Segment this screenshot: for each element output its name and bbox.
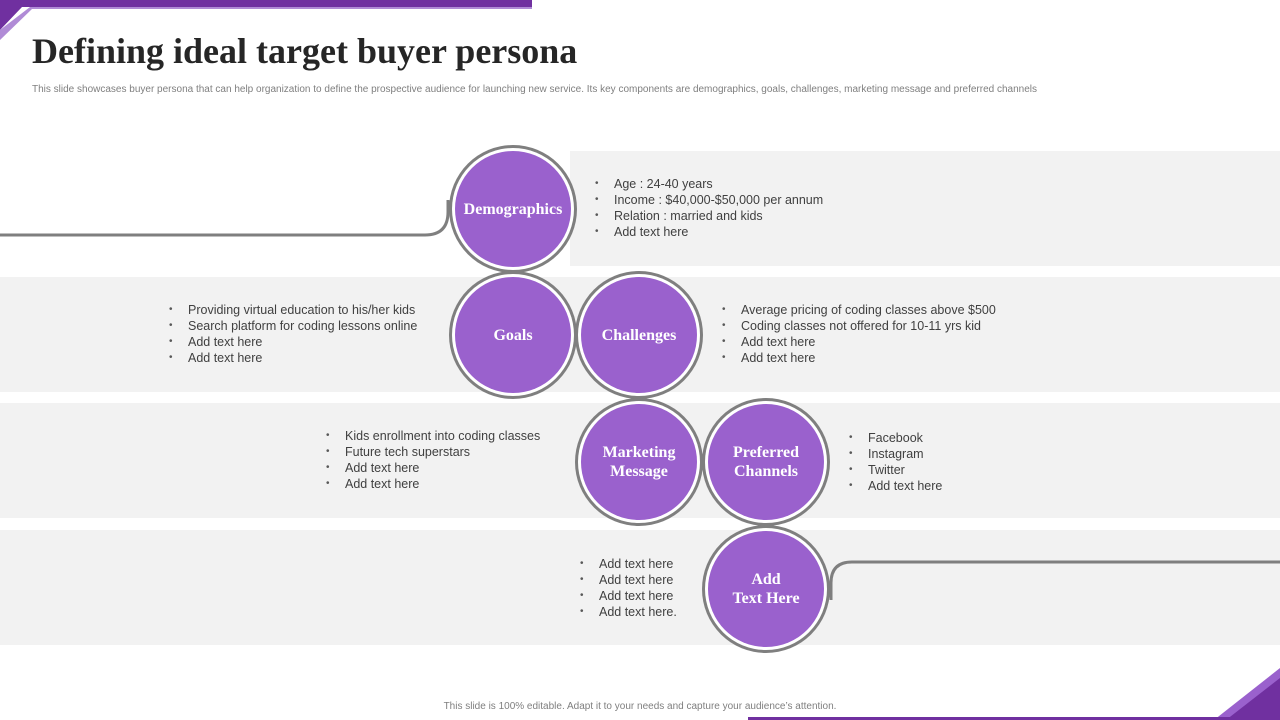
challenges-list: Average pricing of coding classes above …: [722, 302, 996, 366]
demographics-label: Demographics: [463, 200, 563, 218]
bottom-line-accent: [748, 717, 1280, 720]
list-item: Add text here: [580, 556, 677, 572]
list-item: Add text here.: [580, 604, 677, 620]
list-item: Age : 24-40 years: [595, 176, 823, 192]
list-item: Add text here: [722, 334, 996, 350]
marketing-message-label: Marketing Message: [595, 443, 684, 481]
list-item: Add text here: [580, 588, 677, 604]
marketing-message-circle: Marketing Message: [581, 404, 697, 520]
list-item: Facebook: [849, 430, 942, 446]
goals-list: Providing virtual education to his/her k…: [169, 302, 417, 366]
list-item: Coding classes not offered for 10-11 yrs…: [722, 318, 996, 334]
list-item: Search platform for coding lessons onlin…: [169, 318, 417, 334]
goals-circle: Goals: [455, 277, 571, 393]
list-item: Twitter: [849, 462, 942, 478]
list-item: Average pricing of coding classes above …: [722, 302, 996, 318]
preferred-channels-label-line2: Channels: [733, 463, 799, 480]
list-item: Add text here: [169, 334, 417, 350]
marketing-message-label-line2: Message: [610, 463, 668, 480]
add-text-label-line2: Text Here: [732, 590, 800, 607]
list-item: Income : $40,000-$50,000 per annum: [595, 192, 823, 208]
add-text-label: Add Text Here: [724, 570, 807, 608]
list-item: Providing virtual education to his/her k…: [169, 302, 417, 318]
demographics-circle: Demographics: [455, 151, 571, 267]
list-item: Kids enrollment into coding classes: [326, 428, 540, 444]
marketing-message-list: Kids enrollment into coding classes Futu…: [326, 428, 540, 492]
challenges-label: Challenges: [601, 326, 677, 344]
footer-note: This slide is 100% editable. Adapt it to…: [443, 701, 837, 712]
preferred-channels-list: Facebook Instagram Twitter Add text here: [849, 430, 942, 494]
list-item: Instagram: [849, 446, 942, 462]
demographics-list: Age : 24-40 years Income : $40,000-$50,0…: [595, 176, 823, 240]
list-item: Add text here: [169, 350, 417, 366]
bottom-right-accent-dark: [1226, 678, 1280, 720]
preferred-channels-circle: Preferred Channels: [708, 404, 824, 520]
list-item: Add text here: [326, 476, 540, 492]
challenges-circle: Challenges: [581, 277, 697, 393]
list-item: Add text here: [580, 572, 677, 588]
goals-label: Goals: [493, 326, 533, 344]
add-text-list: Add text here Add text here Add text her…: [580, 556, 677, 620]
add-text-circle: Add Text Here: [708, 531, 824, 647]
preferred-channels-label: Preferred Channels: [725, 443, 807, 481]
list-item: Add text here: [849, 478, 942, 494]
page-subtitle: This slide showcases buyer persona that …: [32, 84, 1038, 95]
list-item: Future tech superstars: [326, 444, 540, 460]
right-connector-line: [829, 560, 1280, 600]
list-item: Add text here: [722, 350, 996, 366]
add-text-label-line1: Add: [751, 571, 781, 588]
top-left-accent: [0, 0, 532, 30]
preferred-channels-label-line1: Preferred: [732, 444, 800, 461]
marketing-message-label-line1: Marketing: [602, 444, 676, 461]
list-item: Add text here: [326, 460, 540, 476]
list-item: Add text here: [595, 224, 823, 240]
page-title: Defining ideal target buyer persona: [32, 31, 578, 71]
list-item: Relation : married and kids: [595, 208, 823, 224]
left-connector-line: [0, 200, 450, 237]
